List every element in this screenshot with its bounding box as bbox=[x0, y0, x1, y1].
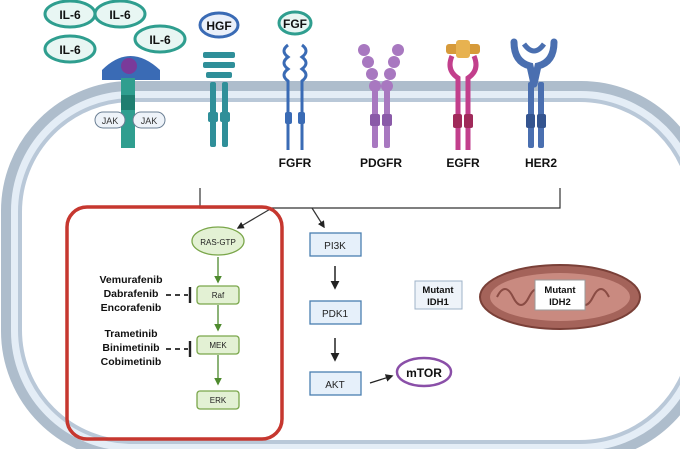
il6-ligand: IL-6 bbox=[43, 0, 97, 29]
pi3k-label: PI3K bbox=[324, 241, 346, 252]
ras-gtp-label: RAS-GTP bbox=[200, 238, 236, 247]
mtor-node: mTOR bbox=[395, 356, 453, 388]
pi3k-node: PI3K bbox=[309, 232, 362, 257]
mitochondrion: Mutant IDH2 bbox=[479, 264, 641, 330]
il6-label: IL-6 bbox=[149, 33, 171, 47]
drug-label: Trametinib bbox=[104, 328, 157, 340]
fgfr-label: FGFR bbox=[279, 156, 312, 170]
pdk1-label: PDK1 bbox=[322, 309, 349, 320]
cell-membrane bbox=[1, 81, 680, 454]
il6-ligand: IL-6 bbox=[43, 34, 97, 64]
hgf-label: HGF bbox=[206, 19, 231, 33]
drug-label: Encorafenib bbox=[101, 302, 162, 314]
drug-label: Binimetinib bbox=[102, 342, 159, 354]
pdk1-node: PDK1 bbox=[309, 300, 362, 325]
akt-label: AKT bbox=[325, 380, 344, 391]
akt-node: AKT bbox=[309, 371, 362, 396]
idh1-label: Mutant bbox=[422, 285, 454, 296]
her2-label: HER2 bbox=[525, 156, 557, 170]
mek-label: MEK bbox=[209, 341, 227, 350]
drug-label: Vemurafenib bbox=[99, 274, 162, 286]
drug-label: Dabrafenib bbox=[104, 288, 159, 300]
pdgfr-label: PDGFR bbox=[360, 156, 402, 170]
egfr-label: EGFR bbox=[446, 156, 480, 170]
idh2-label: Mutant bbox=[544, 285, 576, 296]
il6-ligand: IL-6 bbox=[133, 24, 187, 54]
raf-node: Raf bbox=[196, 285, 240, 305]
mtor-label: mTOR bbox=[406, 366, 442, 380]
il6-ligand: IL-6 bbox=[93, 0, 147, 29]
erk-node: ERK bbox=[196, 390, 240, 410]
il6-label: IL-6 bbox=[109, 8, 131, 22]
mek-node: MEK bbox=[196, 335, 240, 355]
fgfr-receptor: FGFR bbox=[279, 43, 312, 170]
hgf-ligand: HGF bbox=[198, 11, 240, 39]
pdgfr-receptor: PDGFR bbox=[358, 44, 404, 170]
mutant-idh1-box: Mutant IDH1 bbox=[414, 280, 463, 310]
il6-label: IL-6 bbox=[59, 43, 81, 57]
jak-label: JAK bbox=[102, 116, 119, 126]
idh2-label: IDH2 bbox=[549, 297, 571, 308]
il6-label: IL-6 bbox=[59, 8, 81, 22]
il6-receptor: JAK JAK bbox=[94, 56, 166, 148]
jak-label: JAK bbox=[141, 116, 158, 126]
fgf-label: FGF bbox=[283, 17, 307, 31]
mek-inhibitors: Trametinib Binimetinib Cobimetinib bbox=[101, 328, 192, 368]
ras-gtp-node: RAS-GTP bbox=[191, 226, 245, 256]
met-receptor bbox=[203, 52, 235, 147]
fgf-ligand: FGF bbox=[277, 10, 313, 36]
erk-label: ERK bbox=[210, 396, 227, 405]
raf-inhibitors: Vemurafenib Dabrafenib Encorafenib bbox=[99, 274, 192, 314]
egfr-receptor: EGFR bbox=[446, 40, 480, 170]
mapk-pathway-box bbox=[65, 205, 284, 441]
raf-label: Raf bbox=[212, 291, 225, 300]
receptor-connector bbox=[199, 188, 561, 229]
idh1-label: IDH1 bbox=[427, 297, 449, 308]
drug-label: Cobimetinib bbox=[101, 356, 162, 368]
her2-receptor: HER2 bbox=[510, 38, 558, 170]
